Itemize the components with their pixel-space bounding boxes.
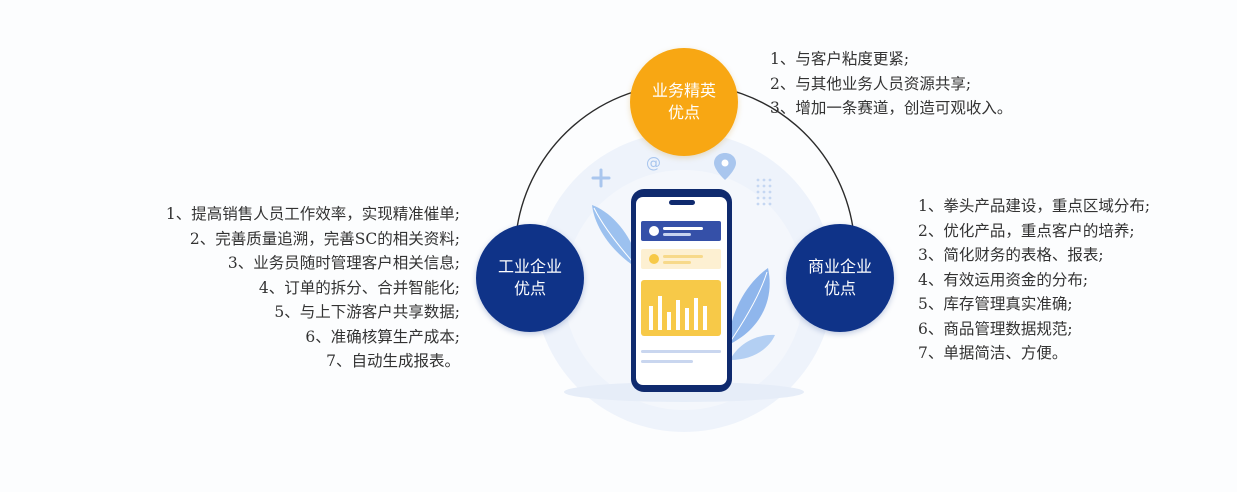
node-business-elite-subtitle: 优点	[667, 103, 700, 122]
list-item: 7、单据简洁、方便。	[918, 344, 1068, 362]
plus-icon	[591, 168, 611, 188]
screen-chart-bars	[649, 296, 707, 330]
list-item: 2、与其他业务人员资源共享;	[770, 74, 972, 93]
list-item: 2、优化产品，重点客户的培养;	[918, 221, 1135, 240]
node-industrial-enterprise-subtitle: 优点	[513, 279, 546, 298]
list-item: 5、与上下游客户共享数据;	[274, 303, 460, 321]
dot-pattern	[756, 178, 772, 206]
list-item: 1、与客户粘度更紧;	[770, 50, 910, 68]
screen-card-cream	[641, 249, 721, 269]
list-item: 3、简化财务的表格、报表;	[918, 246, 1104, 264]
list-item: 3、业务员随时管理客户相关信息;	[227, 254, 460, 272]
node-commercial-enterprise-subtitle: 优点	[823, 279, 856, 298]
list-item: 4、订单的拆分、合并智能化;	[258, 278, 460, 297]
business-elite-advantages-list: 1、与客户粘度更紧; 2、与其他业务人员资源共享; 3、增加一条赛道，创造可观收…	[770, 47, 1012, 121]
phone-notch	[669, 200, 695, 205]
commercial-enterprise-advantages-list: 1、拳头产品建设，重点区域分布; 2、优化产品，重点客户的培养; 3、简化财务的…	[918, 194, 1150, 366]
list-item: 6、准确核算生产成本;	[305, 327, 460, 346]
industrial-enterprise-advantages-list: 1、提高销售人员工作效率，实现精准催单; 2、完善质量追溯，完善SC的相关资料;…	[166, 202, 460, 374]
list-item: 7、自动生成报表。	[326, 352, 460, 370]
leaf-icon-right	[727, 268, 775, 360]
node-business-elite-title: 业务精英	[651, 81, 716, 100]
node-industrial-enterprise: 工业企业 优点	[476, 224, 584, 332]
list-item: 1、提高销售人员工作效率，实现精准催单;	[165, 205, 460, 223]
list-item: 5、库存管理真实准确;	[918, 295, 1073, 313]
list-item: 4、有效运用资金的分布;	[918, 270, 1089, 289]
location-pin-icon	[714, 153, 736, 180]
node-business-elite: 业务精英 优点	[630, 48, 738, 156]
node-commercial-enterprise-title: 商业企业	[807, 257, 872, 276]
list-item: 6、商品管理数据规范;	[918, 319, 1073, 338]
phone-illustration	[631, 189, 732, 392]
list-item: 2、完善质量追溯，完善SC的相关资料;	[189, 229, 460, 248]
screen-card-blue	[641, 221, 721, 241]
node-industrial-enterprise-title: 工业企业	[497, 257, 562, 276]
list-item: 1、拳头产品建设，重点区域分布;	[918, 197, 1151, 215]
svg-text:@: @	[646, 154, 661, 172]
node-commercial-enterprise: 商业企业 优点	[786, 224, 894, 332]
at-icon: @	[646, 154, 661, 172]
list-item: 3、增加一条赛道，创造可观收入。	[770, 99, 1013, 117]
